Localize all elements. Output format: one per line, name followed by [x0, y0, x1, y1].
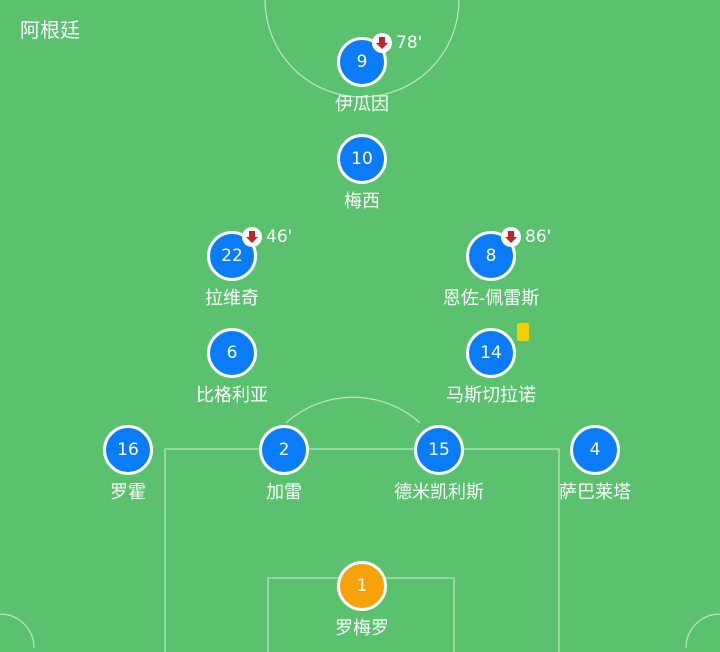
- player-number: 1: [337, 561, 387, 611]
- player-8[interactable]: 8 恩佐-佩雷斯 86': [411, 227, 571, 310]
- sub-out-arrow-icon: [501, 227, 521, 247]
- sub-time: 46': [266, 227, 293, 247]
- player-number: 4: [570, 425, 620, 475]
- sub-out-arrow-icon: [372, 33, 392, 53]
- penalty-arc: [285, 396, 421, 424]
- player-number: 16: [103, 425, 153, 475]
- player-name: 马斯切拉诺: [446, 385, 536, 406]
- sub-time: 78': [396, 33, 423, 53]
- player-number: 2: [259, 425, 309, 475]
- yellow-card-icon: [517, 323, 529, 341]
- substitution: 86': [501, 227, 551, 247]
- player-number: 15: [414, 425, 464, 475]
- substitution: 78': [372, 33, 422, 53]
- team-name: 阿根廷: [20, 18, 80, 42]
- center-circle-arc: [264, 0, 460, 98]
- player-name: 拉维奇: [205, 288, 259, 309]
- player-15[interactable]: 15 德米凯利斯: [359, 425, 519, 504]
- player-number: 14: [466, 328, 516, 378]
- penalty-box: [164, 448, 560, 652]
- player-name: 德米凯利斯: [394, 482, 484, 503]
- player-name: 比格利亚: [196, 385, 268, 406]
- player-number: 9: [337, 37, 387, 87]
- player-number: 10: [337, 134, 387, 184]
- corner-arc-right: [685, 613, 720, 649]
- player-16[interactable]: 16 罗霍: [48, 425, 208, 504]
- player-2[interactable]: 2 加雷: [204, 425, 364, 504]
- player-10[interactable]: 10 梅西: [282, 134, 442, 213]
- player-14[interactable]: 14 马斯切拉诺: [411, 323, 571, 407]
- player-6[interactable]: 6 比格利亚: [152, 328, 312, 407]
- sub-out-arrow-icon: [242, 227, 262, 247]
- player-name: 罗霍: [110, 482, 146, 503]
- player-number: 6: [207, 328, 257, 378]
- player-name: 恩佐-佩雷斯: [442, 288, 540, 309]
- sub-time: 86': [525, 227, 552, 247]
- player-name: 萨巴莱塔: [559, 482, 631, 503]
- player-1-goalkeeper[interactable]: 1 罗梅罗: [282, 561, 442, 640]
- player-4[interactable]: 4 萨巴莱塔: [515, 425, 675, 504]
- player-name: 罗梅罗: [335, 618, 389, 639]
- player-name: 加雷: [266, 482, 302, 503]
- player-9[interactable]: 9 伊瓜因 78': [282, 33, 442, 116]
- corner-arc-left: [0, 613, 35, 649]
- player-22[interactable]: 22 拉维奇 46': [152, 227, 312, 310]
- substitution: 46': [242, 227, 292, 247]
- player-name: 梅西: [344, 191, 380, 212]
- player-name: 伊瓜因: [335, 94, 389, 115]
